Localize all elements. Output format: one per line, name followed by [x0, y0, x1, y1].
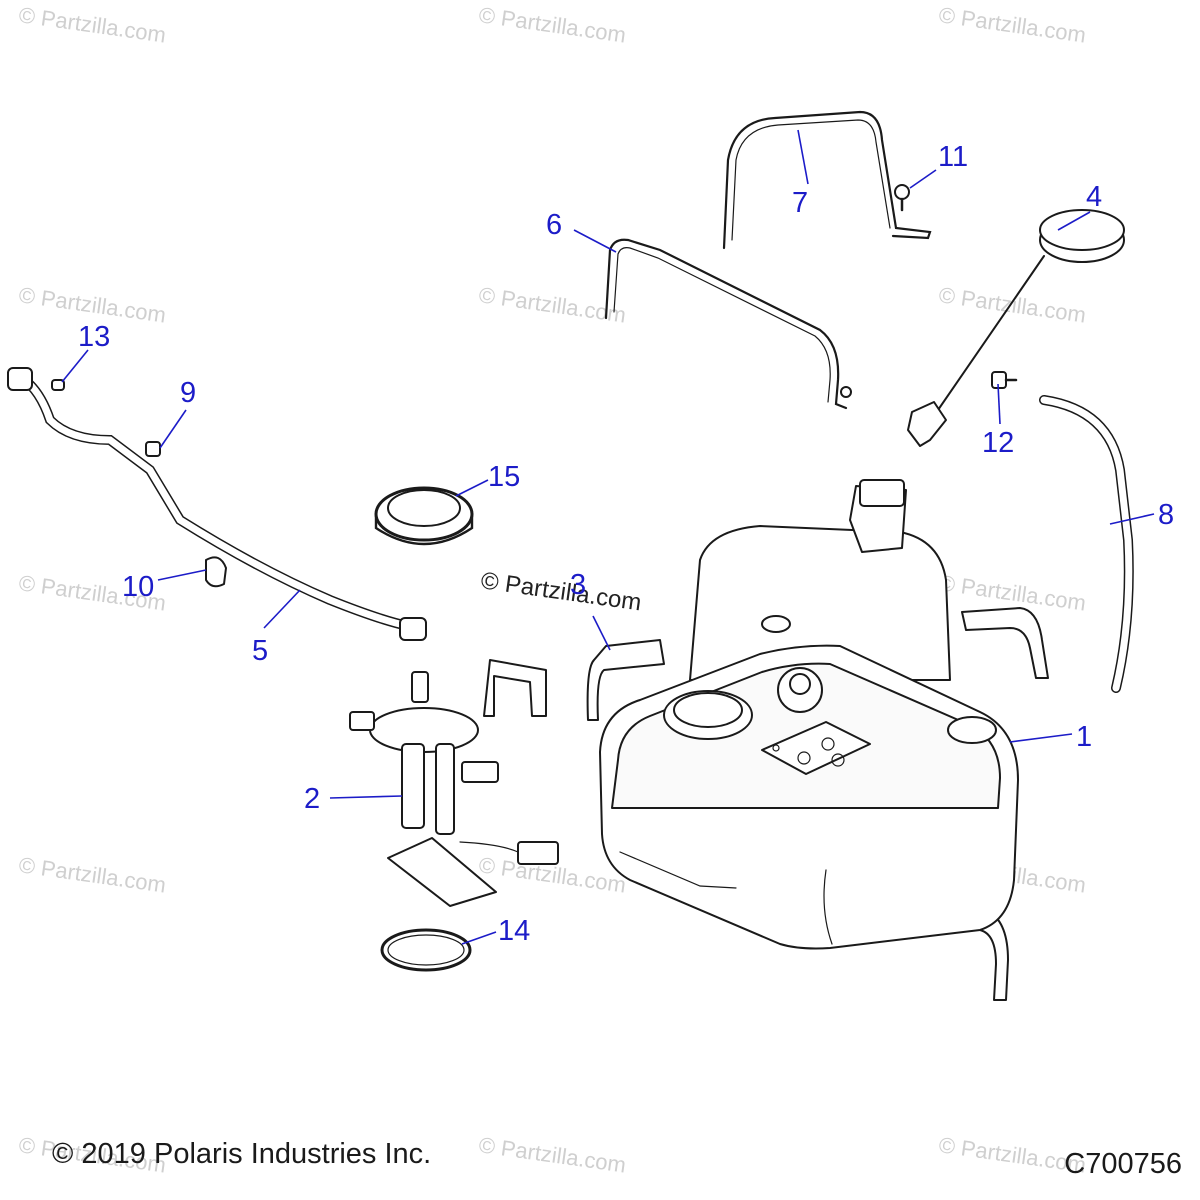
watermark: © Partzilla.com: [477, 1132, 627, 1177]
part-11-bolt: [894, 184, 910, 212]
part-7-upper-strap: [722, 110, 932, 250]
center-watermark: © Partzilla.com: [479, 567, 643, 616]
part-15-lock-ring: [374, 486, 474, 546]
watermark: © Partzilla.com: [17, 2, 167, 47]
callout-14: 14: [498, 915, 530, 947]
part-12-clip: [991, 371, 1018, 389]
callout-3: 3: [570, 569, 586, 601]
leader-lines: [61, 129, 1155, 945]
callout-1: 1: [1076, 721, 1092, 753]
diagram-code: C700756: [1064, 1148, 1182, 1180]
part-10-clamp: [205, 556, 227, 588]
callout-4: 4: [1086, 181, 1102, 213]
callout-6: 6: [546, 209, 562, 241]
part-6-long-strap: [604, 238, 852, 410]
callout-2: 2: [304, 783, 320, 815]
watermark: © Partzilla.com: [477, 282, 627, 327]
part-1-fuel-tank: [599, 479, 1019, 950]
watermark: © Partzilla.com: [937, 282, 1087, 327]
part-5-fuel-line: [7, 367, 427, 641]
callout-labels: 1 2 3 4 5 6 7 8 9 10 11 12 13 14 15: [78, 141, 1174, 947]
watermark: © Partzilla.com: [937, 2, 1087, 47]
callout-8: 8: [1158, 499, 1174, 531]
part-8-vent-hose: [1039, 395, 1134, 693]
callout-7: 7: [792, 187, 808, 219]
callout-12: 12: [982, 427, 1014, 459]
callout-13: 13: [78, 321, 110, 353]
copyright-notice: © 2019 Polaris Industries Inc.: [52, 1138, 432, 1170]
part-3-pads: [483, 607, 1049, 1001]
watermark: © Partzilla.com: [477, 2, 627, 47]
callout-15: 15: [488, 461, 520, 493]
part-9-clip: [145, 441, 161, 457]
part-14-o-ring: [380, 928, 472, 972]
part-13-clip: [51, 379, 65, 391]
watermark: © Partzilla.com: [17, 852, 167, 897]
callout-10: 10: [122, 571, 154, 603]
callout-9: 9: [180, 377, 196, 409]
part-4-fuel-cap: [907, 209, 1125, 447]
callout-5: 5: [252, 635, 268, 667]
part-2-fuel-pump: [349, 671, 559, 907]
callout-11: 11: [938, 141, 968, 173]
